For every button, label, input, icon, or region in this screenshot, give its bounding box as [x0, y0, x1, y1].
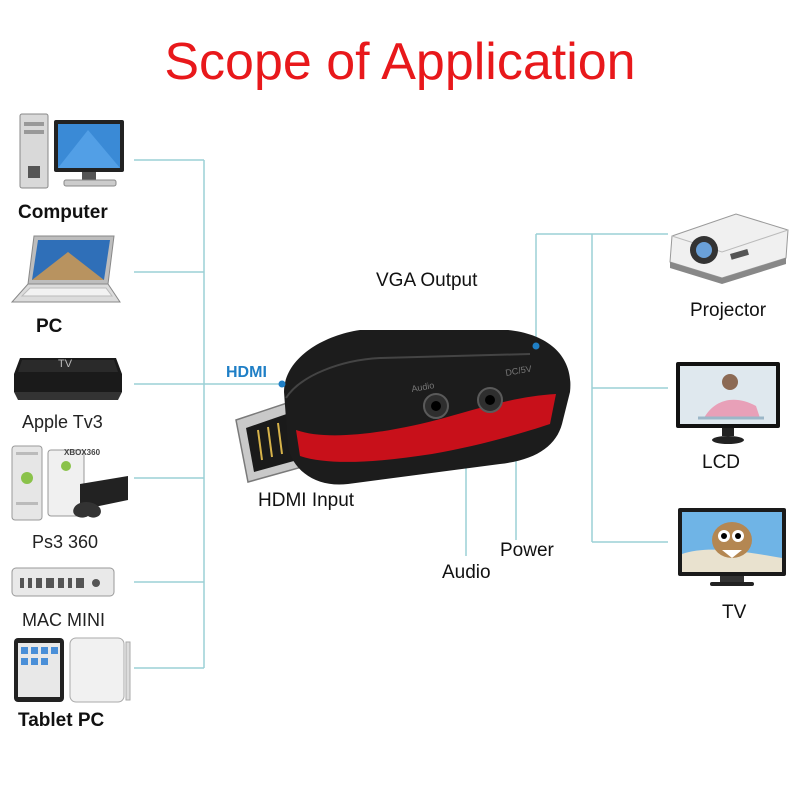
tv-icon	[676, 506, 788, 590]
vga-adapter-body: Audio DC/5V	[284, 330, 571, 485]
game-console-icon: XBOX360	[8, 440, 132, 524]
audio-label: Audio	[442, 562, 491, 583]
power-label: Power	[500, 540, 554, 561]
source-connector-lines	[134, 159, 282, 669]
hdmi-tag: HDMI	[226, 364, 267, 381]
source-label-computer: Computer	[18, 202, 108, 223]
output-label-lcd: LCD	[702, 452, 741, 473]
output-label-projector: Projector	[690, 300, 767, 321]
hdmi-connection-dot	[278, 380, 286, 388]
vga-output-label: VGA Output	[376, 270, 478, 291]
source-label-mac-mini: MAC MINI	[22, 610, 105, 630]
projector-icon	[666, 204, 792, 284]
lcd-monitor-icon	[674, 360, 782, 446]
port-label-power: DC/5V	[505, 364, 533, 378]
vga-connection-dot	[532, 342, 540, 350]
source-label-pc: PC	[36, 316, 63, 337]
output-connector-lines	[535, 233, 668, 543]
page-title: Scope of Application	[164, 33, 636, 91]
tablet-icon	[12, 636, 132, 704]
laptop-icon	[8, 232, 126, 306]
computer-icon	[18, 110, 128, 194]
source-label-game-console: Ps3 360	[32, 532, 99, 552]
source-label-apple-tv: Apple Tv3	[22, 412, 103, 432]
hdmi-input-label: HDMI Input	[258, 490, 355, 511]
apple-tv-brand: TV	[58, 358, 73, 370]
source-label-tablet: Tablet PC	[18, 710, 105, 731]
mac-mini-icon	[10, 564, 116, 600]
output-label-tv: TV	[722, 602, 747, 623]
port-label-audio: Audio	[411, 380, 435, 394]
xbox-brand: XBOX360	[64, 448, 101, 457]
apple-tv-icon: TV	[10, 352, 126, 404]
